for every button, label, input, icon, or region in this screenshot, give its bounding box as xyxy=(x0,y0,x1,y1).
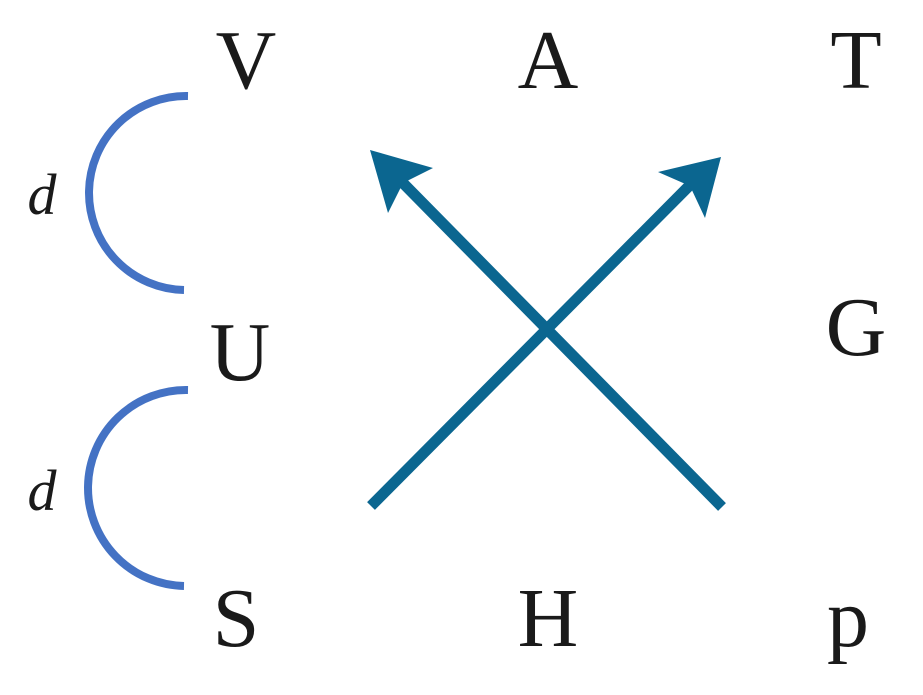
letter-top-right: T xyxy=(830,14,881,107)
arrow-head-upper-left-icon xyxy=(370,150,433,213)
letter-bottom-left: S xyxy=(213,572,260,665)
arrow-shaft-to-upper-right xyxy=(367,176,699,510)
letter-top-middle: A xyxy=(518,14,579,107)
arrow-head-upper-right-icon xyxy=(658,157,721,218)
letter-bottom-right: p xyxy=(827,572,869,665)
letter-top-left: V xyxy=(216,14,277,107)
lower-spacing-label: d xyxy=(28,458,58,523)
letter-bottom-middle: H xyxy=(518,572,579,665)
arrow-shaft-to-upper-left xyxy=(396,176,726,511)
lower-spacing-arc xyxy=(84,385,189,590)
upper-spacing-arc xyxy=(85,91,189,294)
letter-middle-left: U xyxy=(210,306,271,399)
upper-spacing-label: d xyxy=(28,162,58,227)
letter-middle-right: G xyxy=(826,281,887,374)
